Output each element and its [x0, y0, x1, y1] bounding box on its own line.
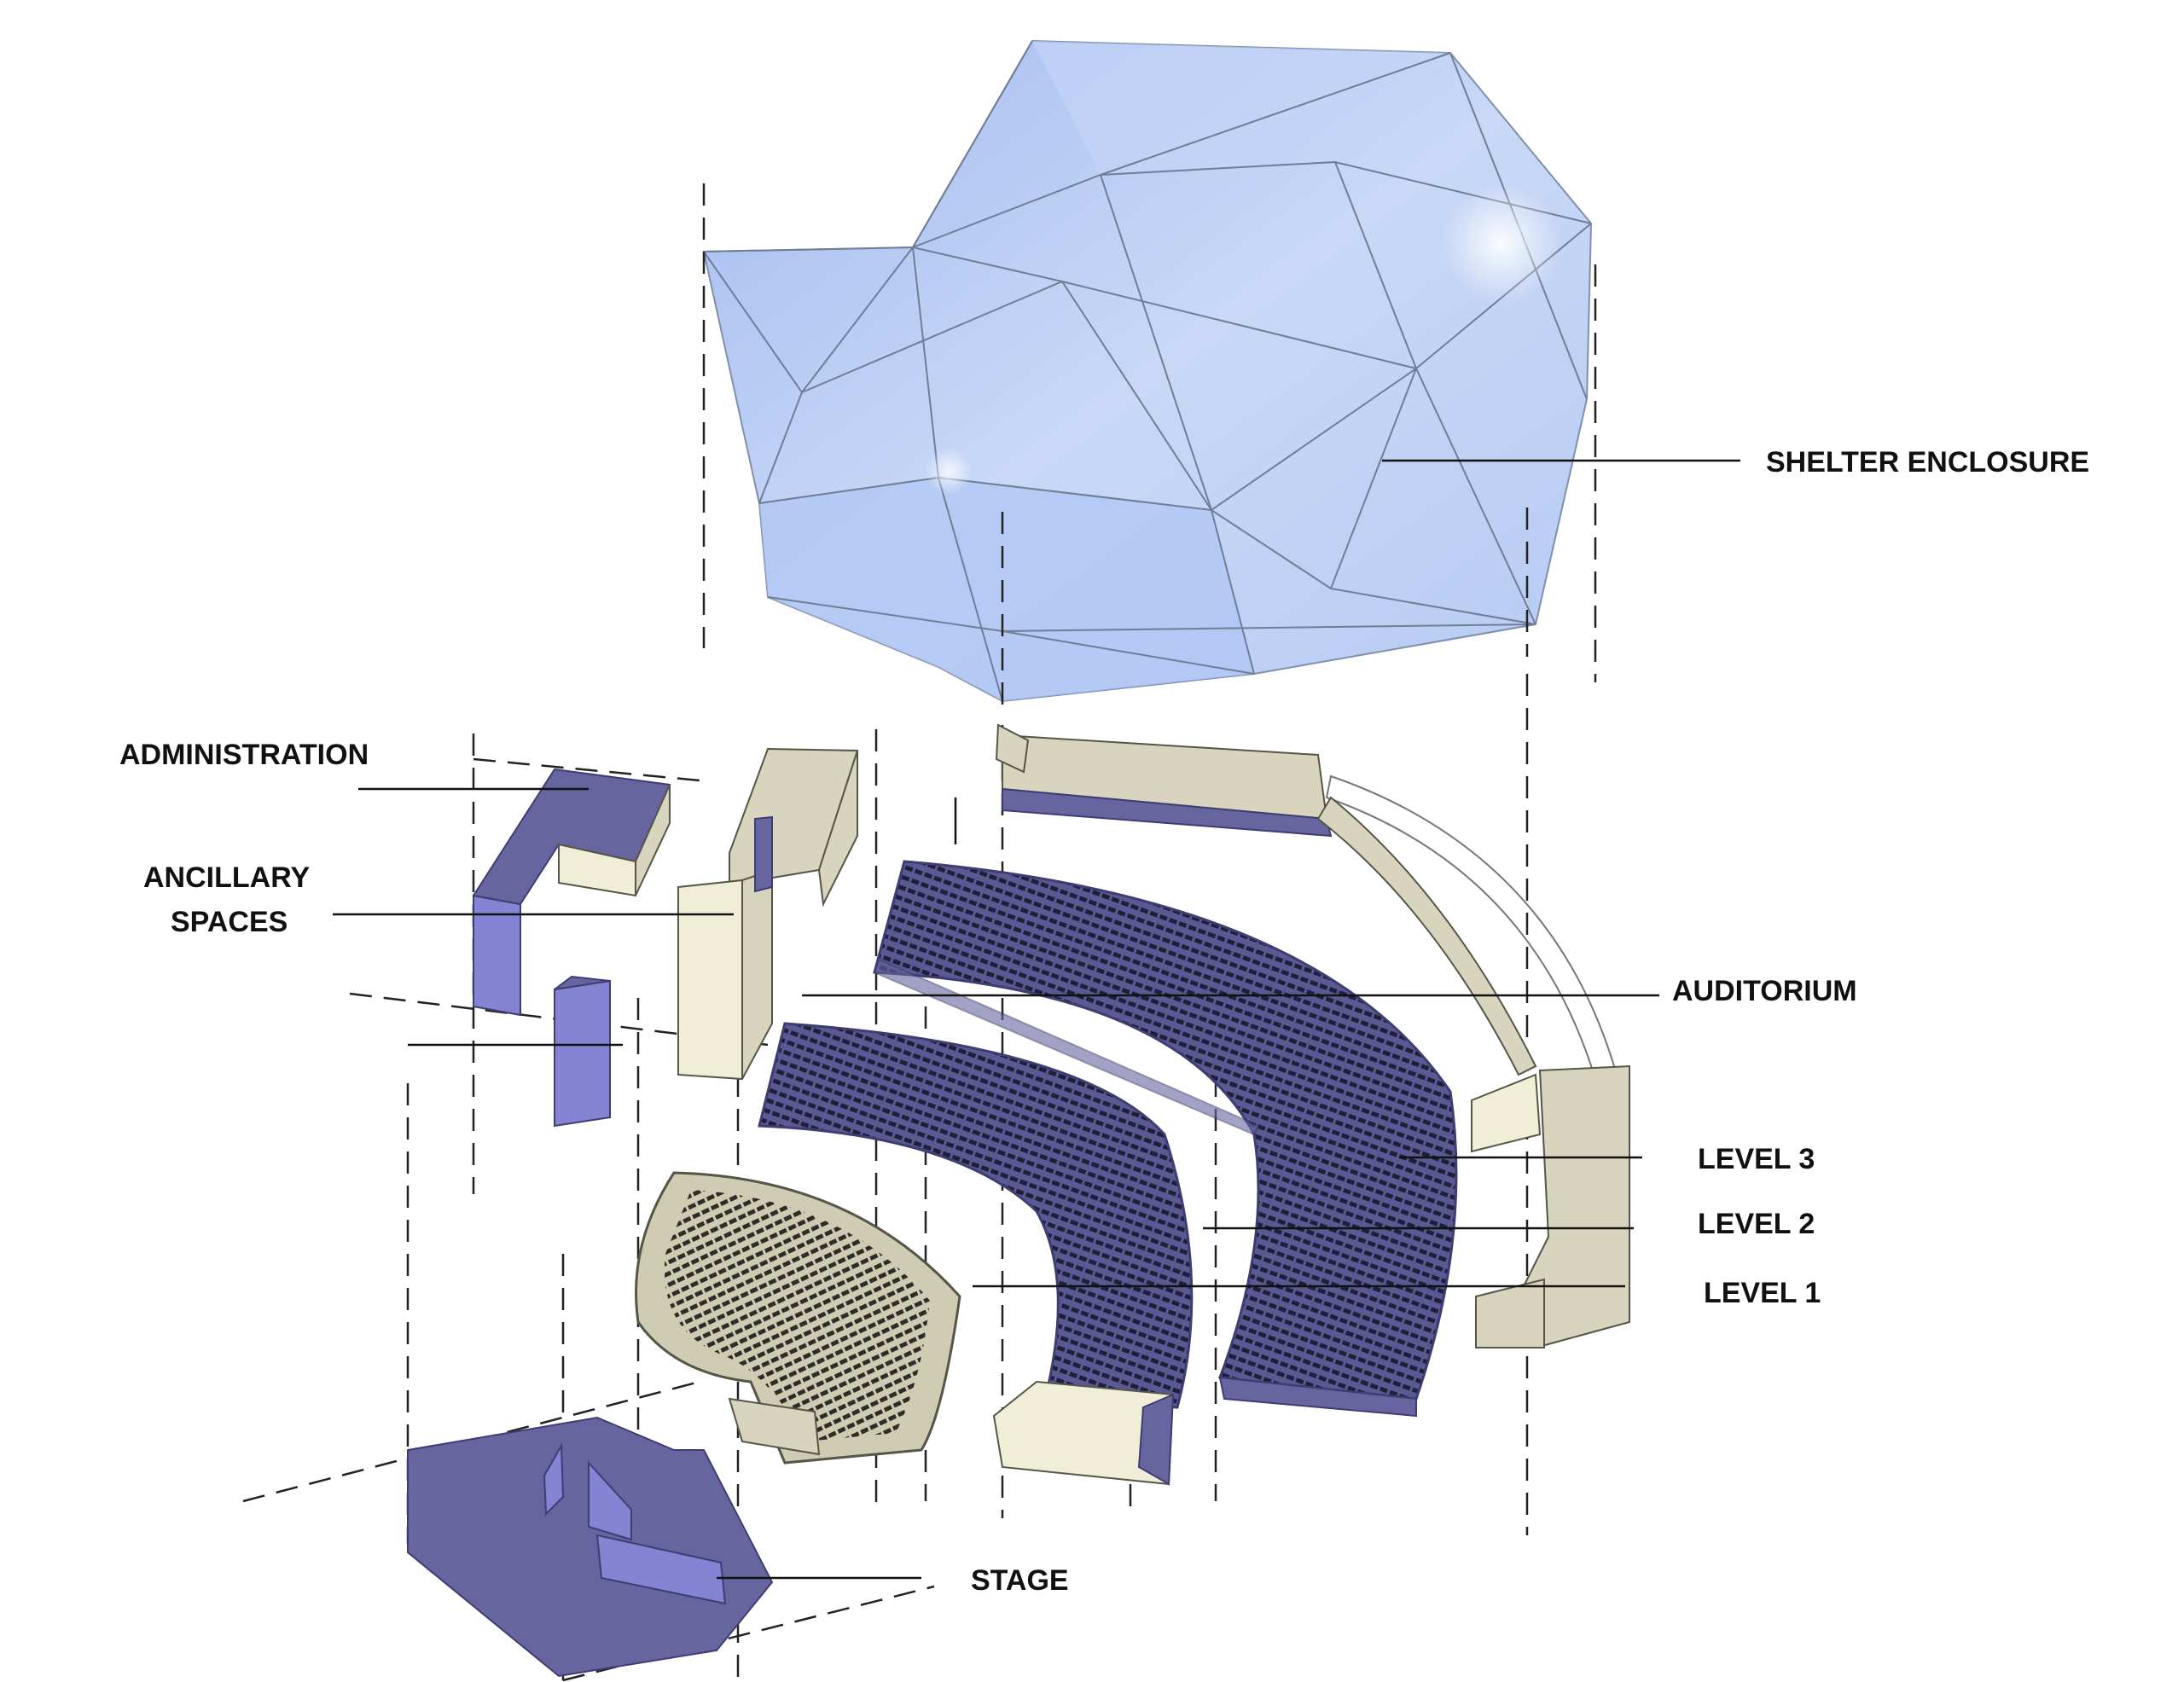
administration-block: [472, 768, 671, 1128]
light-flare: [1442, 183, 1561, 303]
auditorium-frame: [954, 723, 1630, 1349]
leader-lines: [333, 459, 1740, 1580]
label-shelter-enclosure: SHELTER ENCLOSURE: [1766, 446, 2089, 478]
labels: SHELTER ENCLOSURE ADMINISTRATION ANCILLA…: [119, 446, 2089, 1597]
ancillary-spaces-block: [677, 747, 859, 1081]
level-2-seating: [758, 1022, 1194, 1486]
label-administration: ADMINISTRATION: [119, 739, 369, 771]
label-level-3: LEVEL 3: [1698, 1143, 1815, 1175]
label-ancillary-line1: ANCILLARY: [143, 861, 310, 894]
label-stage: STAGE: [971, 1564, 1069, 1597]
label-ancillary-line2: SPACES: [171, 906, 288, 938]
shelter-enclosure: [702, 39, 1593, 703]
label-level-1: LEVEL 1: [1704, 1277, 1821, 1309]
label-auditorium: AUDITORIUM: [1672, 975, 1857, 1007]
stage-block: [407, 1416, 774, 1678]
label-level-2: LEVEL 2: [1698, 1208, 1815, 1240]
level-1-seating: [635, 1171, 961, 1464]
